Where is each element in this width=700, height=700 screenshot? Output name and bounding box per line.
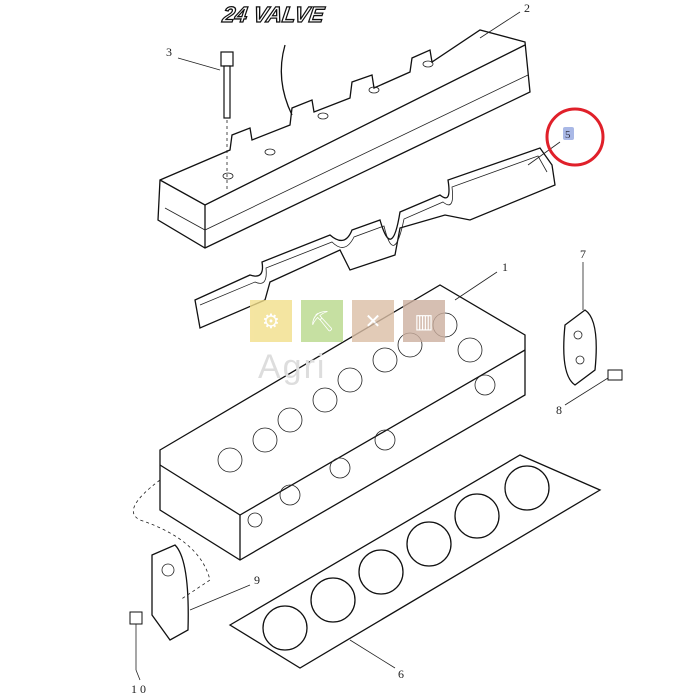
lifting-bracket-rear[interactable] xyxy=(563,309,597,386)
callout-9: 9 xyxy=(254,573,260,587)
valve-cover-gasket[interactable] xyxy=(194,147,556,329)
callout-1: 1 xyxy=(502,260,508,274)
callout-7: 7 xyxy=(580,247,586,261)
bracket-bolt-rear[interactable] xyxy=(607,369,623,381)
callout-8: 8 xyxy=(556,403,562,417)
lifting-bracket-front[interactable] xyxy=(151,544,189,641)
watermark-text: Agri xyxy=(258,348,327,386)
callout-3: 3 xyxy=(166,45,172,59)
callout-10: 1 0 xyxy=(131,682,146,696)
watermark-wheelbarrow-icon: ⛏ xyxy=(301,300,343,342)
watermark-tractor-icon: ⚙ xyxy=(250,300,292,342)
bracket-bolt-front[interactable] xyxy=(129,611,143,625)
valve-cover[interactable] xyxy=(157,29,531,249)
cylinder-head[interactable] xyxy=(159,284,526,561)
callout-6: 6 xyxy=(398,667,404,681)
valve-cover-bolt[interactable] xyxy=(220,51,234,190)
head-gasket[interactable] xyxy=(228,454,602,669)
watermark-tools-icon: ✕ xyxy=(352,300,394,342)
callout-5-highlight xyxy=(563,127,574,140)
highlight-circle xyxy=(545,107,605,167)
diagram-title-logo: 24 VALVE xyxy=(220,2,327,27)
title-pointer xyxy=(280,44,293,116)
watermark-factory-icon: ▥ xyxy=(403,300,445,342)
callout-2: 2 xyxy=(524,1,530,15)
callout-5[interactable]: 5 xyxy=(565,129,571,141)
leader-lines xyxy=(135,11,609,681)
